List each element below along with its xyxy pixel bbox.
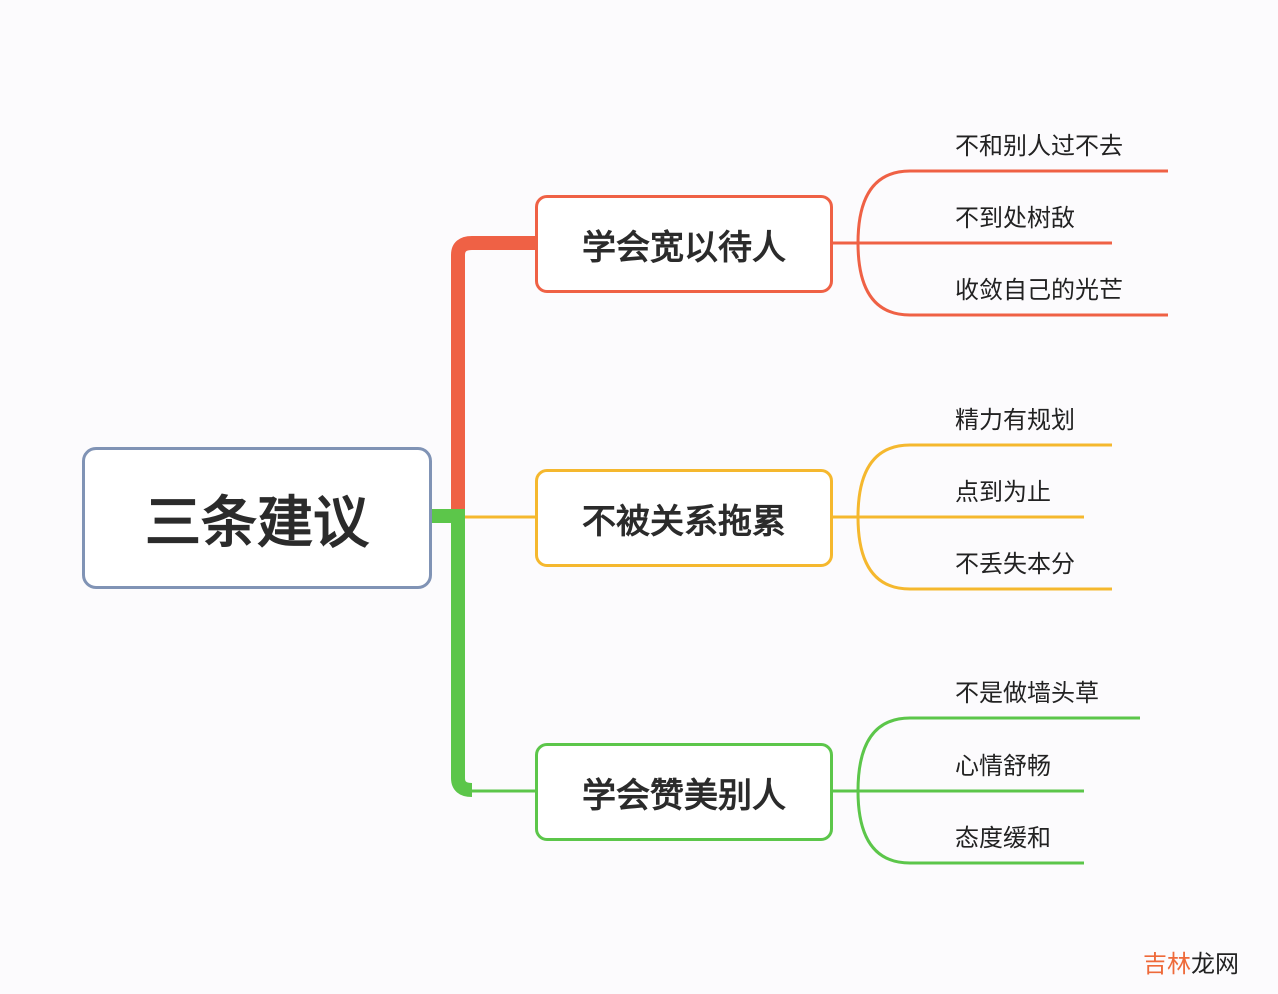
- leaf-connectors-3: [832, 716, 1140, 865]
- leaf-connectors-1: [832, 169, 1168, 317]
- trunk-red: [451, 236, 535, 516]
- watermark: 吉林龙网: [1143, 944, 1239, 979]
- branch-node-1[interactable]: 学会宽以待人: [535, 195, 833, 293]
- trunk-green: [451, 512, 473, 797]
- leaf-connectors-2: [832, 443, 1112, 591]
- branch-node-2[interactable]: 不被关系拖累: [535, 469, 833, 567]
- watermark-part2: 龙网: [1191, 950, 1239, 978]
- leaf-node[interactable]: 收敛自己的光芒: [955, 276, 1123, 304]
- leaf-node[interactable]: 不和别人过不去: [955, 132, 1123, 160]
- watermark-part1: 吉林: [1143, 950, 1191, 978]
- leaf-node[interactable]: 点到为止: [955, 478, 1051, 506]
- leaf-node[interactable]: 不是做墙头草: [955, 679, 1099, 707]
- root-node[interactable]: 三条建议: [82, 447, 432, 589]
- leaf-node[interactable]: 心情舒畅: [955, 752, 1051, 780]
- branch-node-3[interactable]: 学会赞美别人: [535, 743, 833, 841]
- root-stub: [432, 509, 465, 523]
- leaf-node[interactable]: 态度缓和: [955, 824, 1051, 852]
- leaf-node[interactable]: 不丢失本分: [955, 550, 1075, 578]
- leaf-node[interactable]: 不到处树敌: [955, 204, 1075, 232]
- leaf-node[interactable]: 精力有规划: [955, 406, 1075, 434]
